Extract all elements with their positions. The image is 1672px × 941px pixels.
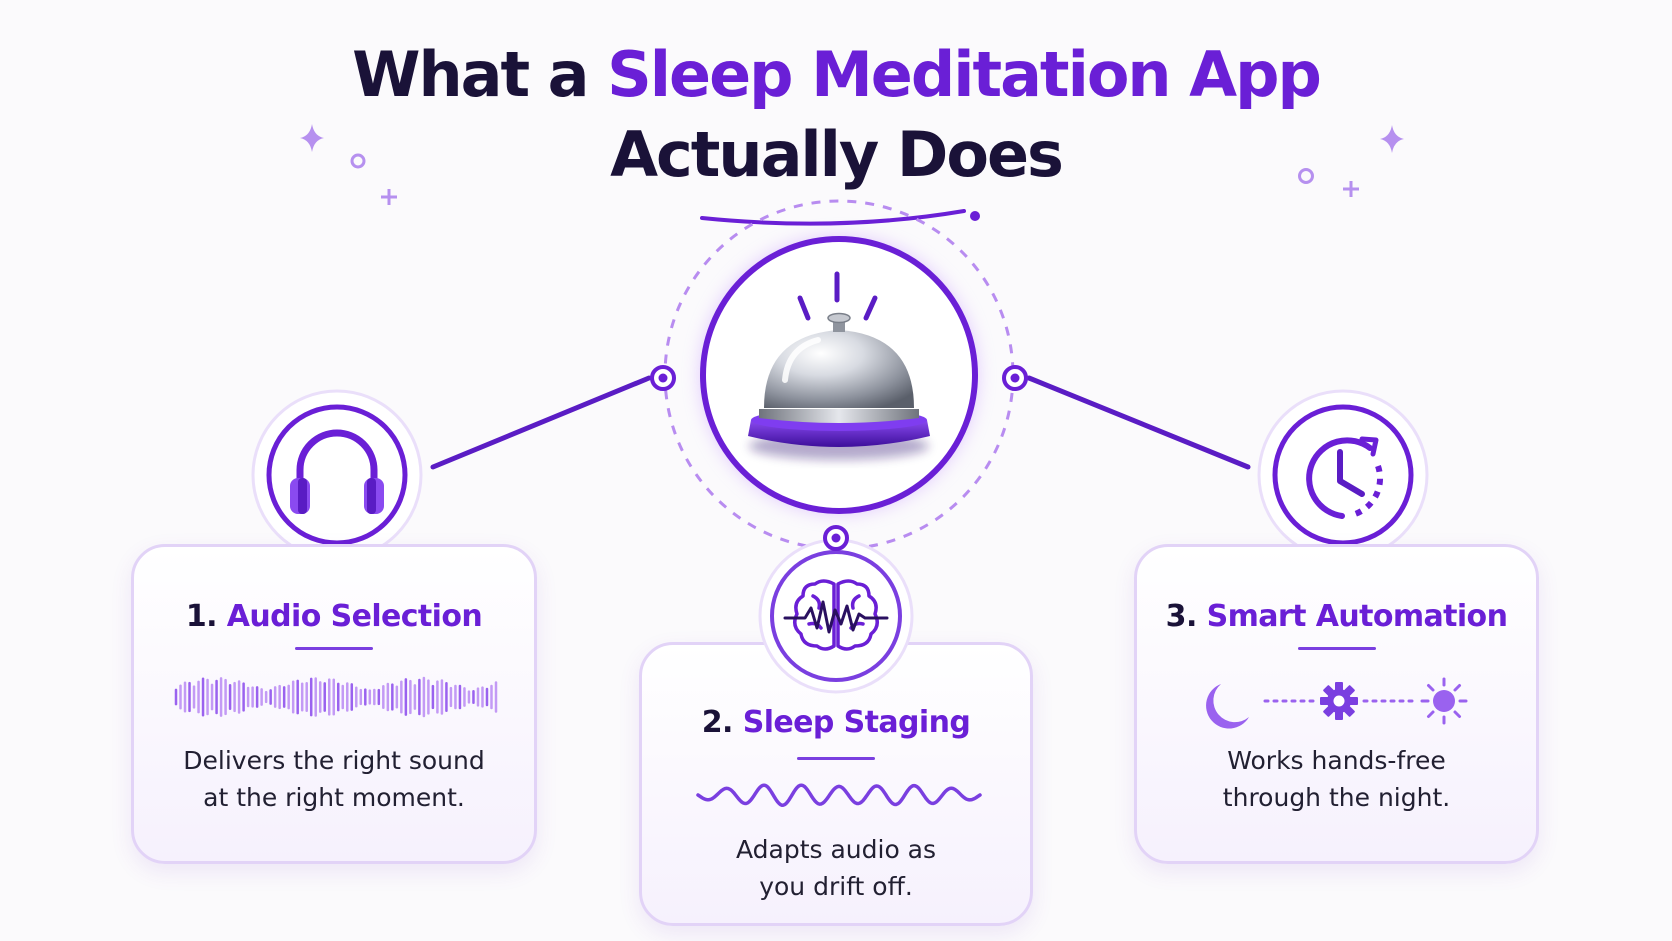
connector-dot-left-core bbox=[658, 373, 668, 383]
description-line: Works hands-free bbox=[1227, 746, 1446, 775]
title-underline-dot bbox=[970, 211, 980, 221]
description-line: Delivers the right sound bbox=[183, 746, 485, 775]
description-line: through the night. bbox=[1222, 783, 1451, 812]
sparkle-ring-icon bbox=[350, 153, 366, 169]
clock-refresh-icon bbox=[1306, 436, 1384, 519]
page-title-line-2: Actually Does bbox=[610, 118, 1064, 191]
feature-description: Works hands-free through the night. bbox=[1157, 742, 1516, 816]
feature-title-text: Smart Automation bbox=[1206, 599, 1508, 634]
feature-title: 2. Sleep Staging bbox=[642, 705, 1030, 740]
sparkle-plus-icon bbox=[1343, 181, 1359, 197]
sparkle-star-icon bbox=[300, 124, 324, 152]
feature-card-audio-selection: 1. Audio Selection Delivers the right so… bbox=[131, 544, 537, 864]
headphones-icon bbox=[290, 429, 384, 514]
brain-wave-line bbox=[696, 783, 982, 807]
feature-number: 1. bbox=[185, 599, 218, 634]
feature-title-text: Audio Selection bbox=[226, 599, 483, 634]
description-line: you drift off. bbox=[759, 872, 913, 901]
feature-number: 3. bbox=[1165, 599, 1198, 634]
title-rule bbox=[295, 647, 373, 650]
title-underline bbox=[700, 209, 966, 226]
description-line: at the right moment. bbox=[203, 783, 465, 812]
audio-node bbox=[251, 389, 423, 561]
feature-title-text: Sleep Staging bbox=[742, 705, 971, 740]
connector-dot-right-core bbox=[1010, 373, 1020, 383]
title-prefix: What a bbox=[352, 38, 608, 111]
connector-dot-bottom-core bbox=[831, 533, 841, 543]
page-title-line-1: What a Sleep Meditation App bbox=[0, 44, 1672, 106]
sparkle-plus-icon bbox=[381, 189, 397, 205]
feature-description: Delivers the right sound at the right mo… bbox=[154, 742, 514, 816]
sound-waveform bbox=[174, 676, 498, 718]
gear-icon bbox=[1320, 682, 1358, 720]
feature-title: 1. Audio Selection bbox=[134, 599, 534, 634]
automation-node bbox=[1257, 389, 1429, 561]
sparkle-decorations bbox=[300, 124, 1404, 205]
description-line: Adapts audio as bbox=[735, 835, 937, 864]
title-rule bbox=[797, 757, 875, 760]
feature-description: Adapts audio as you drift off. bbox=[662, 831, 1010, 905]
title-accent: Sleep Meditation App bbox=[607, 38, 1322, 111]
sleep-staging-node bbox=[758, 525, 914, 694]
sparkle-star-icon bbox=[1380, 125, 1404, 153]
feature-card-smart-automation: 3. Smart Automation bbox=[1134, 544, 1539, 864]
connector-right bbox=[1026, 375, 1251, 470]
title-rule bbox=[1297, 647, 1376, 650]
waveform-bars bbox=[174, 676, 498, 718]
feature-title: 3. Smart Automation bbox=[1137, 599, 1536, 634]
moon-icon bbox=[1206, 684, 1249, 729]
center-bell-node bbox=[700, 236, 978, 514]
sun-icon bbox=[1420, 677, 1468, 725]
brain-wave-icon bbox=[783, 579, 889, 651]
moon-gear-sun-timeline bbox=[1206, 677, 1468, 729]
sparkle-ring-icon bbox=[1298, 168, 1314, 184]
feature-number: 2. bbox=[701, 705, 734, 740]
connector-left bbox=[430, 375, 652, 470]
service-bell-icon bbox=[748, 271, 930, 460]
sleep-wave-path bbox=[696, 783, 982, 807]
